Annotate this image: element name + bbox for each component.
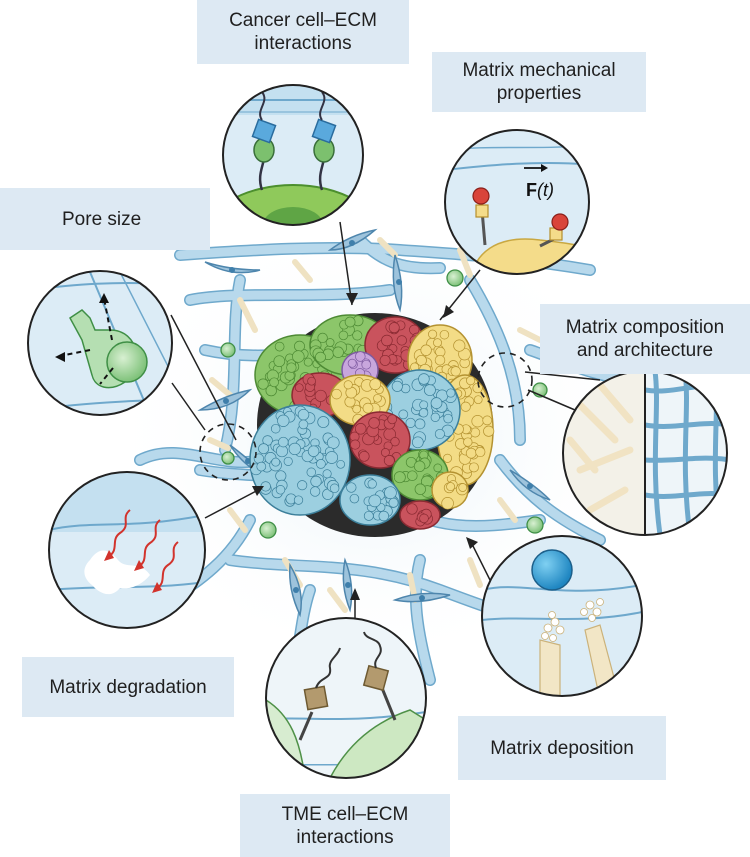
tumor-clone-12 [339, 474, 401, 526]
inset-matrix-deposition [481, 535, 643, 697]
tumor-clone-13 [399, 500, 441, 530]
label-matrix-deposition: Matrix deposition [458, 716, 666, 780]
tumor-clone-10 [349, 411, 411, 469]
immune-cells [220, 269, 548, 539]
inset-tme-cell-ecm [265, 617, 427, 779]
force-label: F(t) [526, 180, 554, 200]
tumor-clone-11 [391, 449, 449, 501]
label-matrix-mechanical-properties: Matrix mechanical properties [432, 52, 646, 112]
leader-arrowheads [252, 293, 478, 600]
tumor-clone-14 [431, 471, 469, 510]
inset-matrix-degradation [48, 471, 206, 629]
label-cancer-cell-ecm-interactions: Cancer cell–ECM interactions [197, 0, 409, 64]
inset-pore-size [27, 270, 173, 416]
label-matrix-composition-architecture: Matrix composition and architecture [540, 304, 750, 374]
label-matrix-degradation: Matrix degradation [22, 657, 234, 717]
collagen-rods [207, 237, 543, 613]
inset-matrix-mechanical: F(t) [444, 129, 590, 275]
tumor-clone-7 [249, 404, 351, 516]
label-tme-cell-ecm-interactions: TME cell–ECM interactions [240, 794, 450, 857]
label-pore-size: Pore size [0, 188, 210, 250]
inset-matrix-composition [562, 370, 728, 536]
tumor-spheroid [249, 313, 495, 537]
dashed-regions [199, 352, 533, 481]
